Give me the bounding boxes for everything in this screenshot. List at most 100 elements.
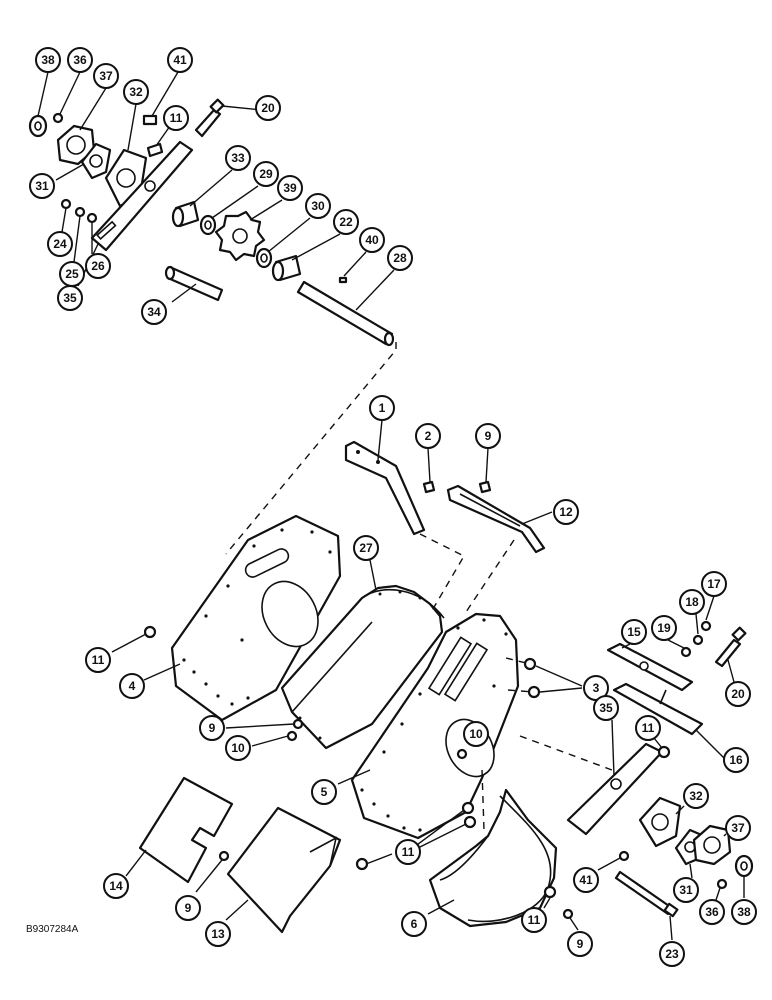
part-nut-36-top [52,112,64,124]
callout-circle [93,63,119,89]
panel-5-hole [456,626,460,630]
callout-label: 10 [231,741,245,755]
callout-label: 32 [689,789,703,803]
leader-11-left [111,633,147,653]
part-side-panel-4-bolt-holes [182,528,332,706]
part-long-bolt-23 [614,870,674,916]
part-side-panel-4 [170,514,342,722]
callout: 19 [651,615,677,641]
part-cover-plate-13 [226,806,342,934]
panel-4-hole [216,694,220,698]
part-bearing-plate-right-bore [651,813,669,831]
callout-circle [47,231,73,257]
callout-label: 37 [99,69,113,83]
part-shaft-34-end [164,265,176,281]
callout: 25 [59,261,85,287]
callout: 18 [679,589,705,615]
part-bolt-10-left [286,730,298,742]
part-bolt-41-top [142,114,158,126]
part-bearing-plate-bore-top [116,168,136,188]
centerline-strap-down [465,539,515,613]
callout: 10 [225,735,251,761]
panel-4-hole [252,544,256,548]
callout: 41 [573,867,599,893]
part-bracket-1 [344,440,426,536]
part-washer-25 [74,206,86,218]
part-nut-11-lower-a [461,801,475,815]
part-bolt-2 [422,480,436,494]
callout-label: 38 [41,53,55,67]
callout-label: 37 [731,821,745,835]
callout-circle [673,877,699,903]
part-side-panel-4-opening [261,580,319,648]
callout-circle [621,619,647,645]
callout-circle [359,227,385,253]
leader-12 [521,511,553,525]
callout-label: 36 [705,905,719,919]
callout-label: 12 [559,505,573,519]
callout-label: 36 [73,53,87,67]
callout-label: 4 [129,679,136,693]
callout-label: 38 [737,905,751,919]
callout-label: 9 [209,721,216,735]
callout-circle [29,173,55,199]
callout-label: 34 [147,305,161,319]
leader-36 [59,71,81,115]
leader-38 [37,71,49,117]
callout-label: 25 [65,267,79,281]
shroud-hole [298,716,302,720]
leader-35-right [611,719,615,777]
callout-circle [475,423,501,449]
part-bolt-9-lower [562,908,574,920]
callout: 17 [701,571,727,597]
callout-label: 9 [185,901,192,915]
callout: 36 [67,47,93,73]
leader-11-right [653,737,663,749]
part-collar-bore-top [34,121,42,131]
panel-4-hole [204,614,208,618]
panel-4-hole [230,702,234,706]
callout: 14 [103,873,129,899]
callout: 38 [35,47,61,73]
callout-circle [57,285,83,311]
callout: 29 [253,161,279,187]
leader-14 [125,849,147,877]
leader-31 [55,163,85,181]
callout-circle [415,423,441,449]
callout-circle [253,161,279,187]
callout: 31 [29,173,55,199]
callout: 30 [305,193,331,219]
callout-circle [333,209,359,235]
part-bolt-11-top [146,142,164,158]
callout-label: 19 [657,621,671,635]
centerline-bracket-down [419,533,465,615]
callout: 15 [621,619,647,645]
callout: 37 [725,815,751,841]
callout: 36 [699,899,725,925]
callout: 12 [553,499,579,525]
drawing-code: B9307284A [26,924,79,935]
part-bolt-9-left [292,718,304,730]
leader-11-lower [409,809,465,851]
leader-37 [79,87,107,131]
part-shaft-28-end [383,331,395,347]
part-side-panel-5 [350,612,520,840]
callout-label: 6 [411,917,418,931]
part-bolt-20-top [194,108,222,138]
callout: 20 [255,95,281,121]
part-bolt-9-upper [478,480,492,494]
callout: 6 [401,911,427,937]
leader-37-right [723,833,727,837]
callout-circle [119,673,145,699]
callout-circle [85,253,111,279]
panel-5-hole [382,750,386,754]
part-bushing-33-end [171,206,185,228]
callout: 39 [277,175,303,201]
callout-label: 11 [92,653,105,667]
panel-4-hole [246,696,250,700]
part-tensioner-arm-hole [144,180,156,192]
callout-label: 28 [393,251,407,265]
callout-circle [167,47,193,73]
panel-5-hole [402,826,406,830]
callout-label: 10 [469,727,483,741]
